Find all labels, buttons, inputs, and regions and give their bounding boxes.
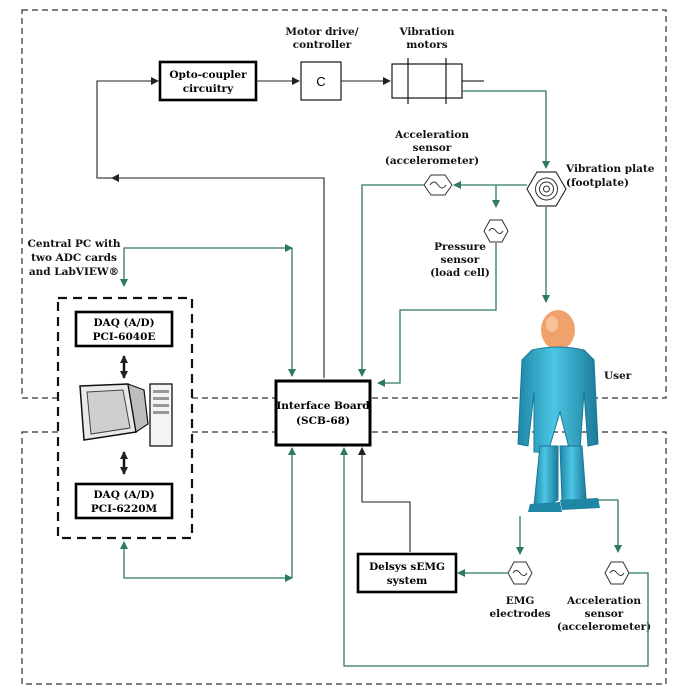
opto-label-line2: circuitry <box>183 83 234 95</box>
wire-pressure-to-interface <box>377 243 497 387</box>
accelerometer-top-icon <box>423 174 453 196</box>
accel-bottom-label-line1: Acceleration <box>566 595 641 607</box>
user-figure <box>517 310 600 512</box>
vibration-plate-icon <box>526 171 567 207</box>
daq1-label-line2: PCI-6040E <box>93 331 156 343</box>
vibration-plate-label-line1: Vibration plate <box>565 163 655 175</box>
motor-drive-label-line2: controller <box>293 39 352 51</box>
opto-coupler-box: Opto-coupler circuitry <box>158 60 258 102</box>
wire-delsys-to-interface <box>358 447 411 552</box>
delsys-box: Delsys sEMG system <box>356 552 458 594</box>
pressure-sensor-icon <box>483 219 509 243</box>
accel-bottom-label-line3: (accelerometer) <box>557 621 651 633</box>
delsys-label-line1: Delsys sEMG <box>369 561 445 573</box>
wire-left-to-opto <box>96 77 159 179</box>
daq2-label-line2: PCI-6220M <box>91 503 158 515</box>
emg-label-line1: EMG <box>506 595 535 607</box>
opto-label-line1: Opto-coupler <box>169 69 247 81</box>
vibration-motors-symbol <box>391 58 484 104</box>
wire-pc-top-to-board <box>120 244 293 287</box>
computer-icon <box>79 383 173 447</box>
arrow-motors-to-plate <box>462 90 550 169</box>
accel-top-label-line1: Acceleration <box>394 129 469 141</box>
pressure-label-line3: (load cell) <box>430 267 490 279</box>
accel-top-label-line3: (accelerometer) <box>385 155 479 167</box>
pressure-label-line1: Pressure <box>434 241 486 253</box>
daq2-label-line1: DAQ (A/D) <box>93 489 154 501</box>
daq1-box: DAQ (A/D) PCI-6040E <box>74 310 174 348</box>
motor-drive-label-line1: Motor drive/ <box>285 26 358 38</box>
emg-label-line2: electrodes <box>489 608 550 620</box>
controller-box: C <box>300 61 342 101</box>
daq1-label-line1: DAQ (A/D) <box>93 317 154 329</box>
vibration-motors-label-line1: Vibration <box>398 26 454 38</box>
central-pc-label-line1: Central PC with <box>28 238 121 250</box>
pressure-label-line2: sensor <box>441 254 480 266</box>
wire-accel-to-interface <box>358 184 424 377</box>
interface-label-line2: (SCB-68) <box>296 415 350 427</box>
delsys-label-line2: system <box>387 575 428 587</box>
arrow-user-to-accel-bottom <box>598 499 622 553</box>
controller-symbol: C <box>316 74 325 89</box>
user-label: User <box>604 370 632 382</box>
lower-region-boundary <box>21 431 667 685</box>
wire-accel-bottom-to-interface <box>340 447 649 667</box>
upper-region-boundary <box>21 9 667 399</box>
accelerometer-bottom-icon <box>604 561 630 585</box>
central-pc-label-line3: and LabVIEW® <box>29 266 119 278</box>
interface-board-box: Interface Board (SCB-68) <box>274 379 372 447</box>
emg-electrode-icon <box>507 561 533 585</box>
vibration-plate-label-line2: (footplate) <box>566 177 629 189</box>
accel-top-label-line2: sensor <box>413 142 452 154</box>
central-pc-label-line2: two ADC cards <box>31 252 117 264</box>
wire-pc-bottom-to-board <box>120 541 293 582</box>
interface-label-line1: Interface Board <box>276 400 370 412</box>
accel-bottom-label-line2: sensor <box>585 608 624 620</box>
daq2-box: DAQ (A/D) PCI-6220M <box>74 482 174 520</box>
vibration-motors-label-line2: motors <box>406 39 447 51</box>
wire-interface-to-left <box>111 174 325 378</box>
